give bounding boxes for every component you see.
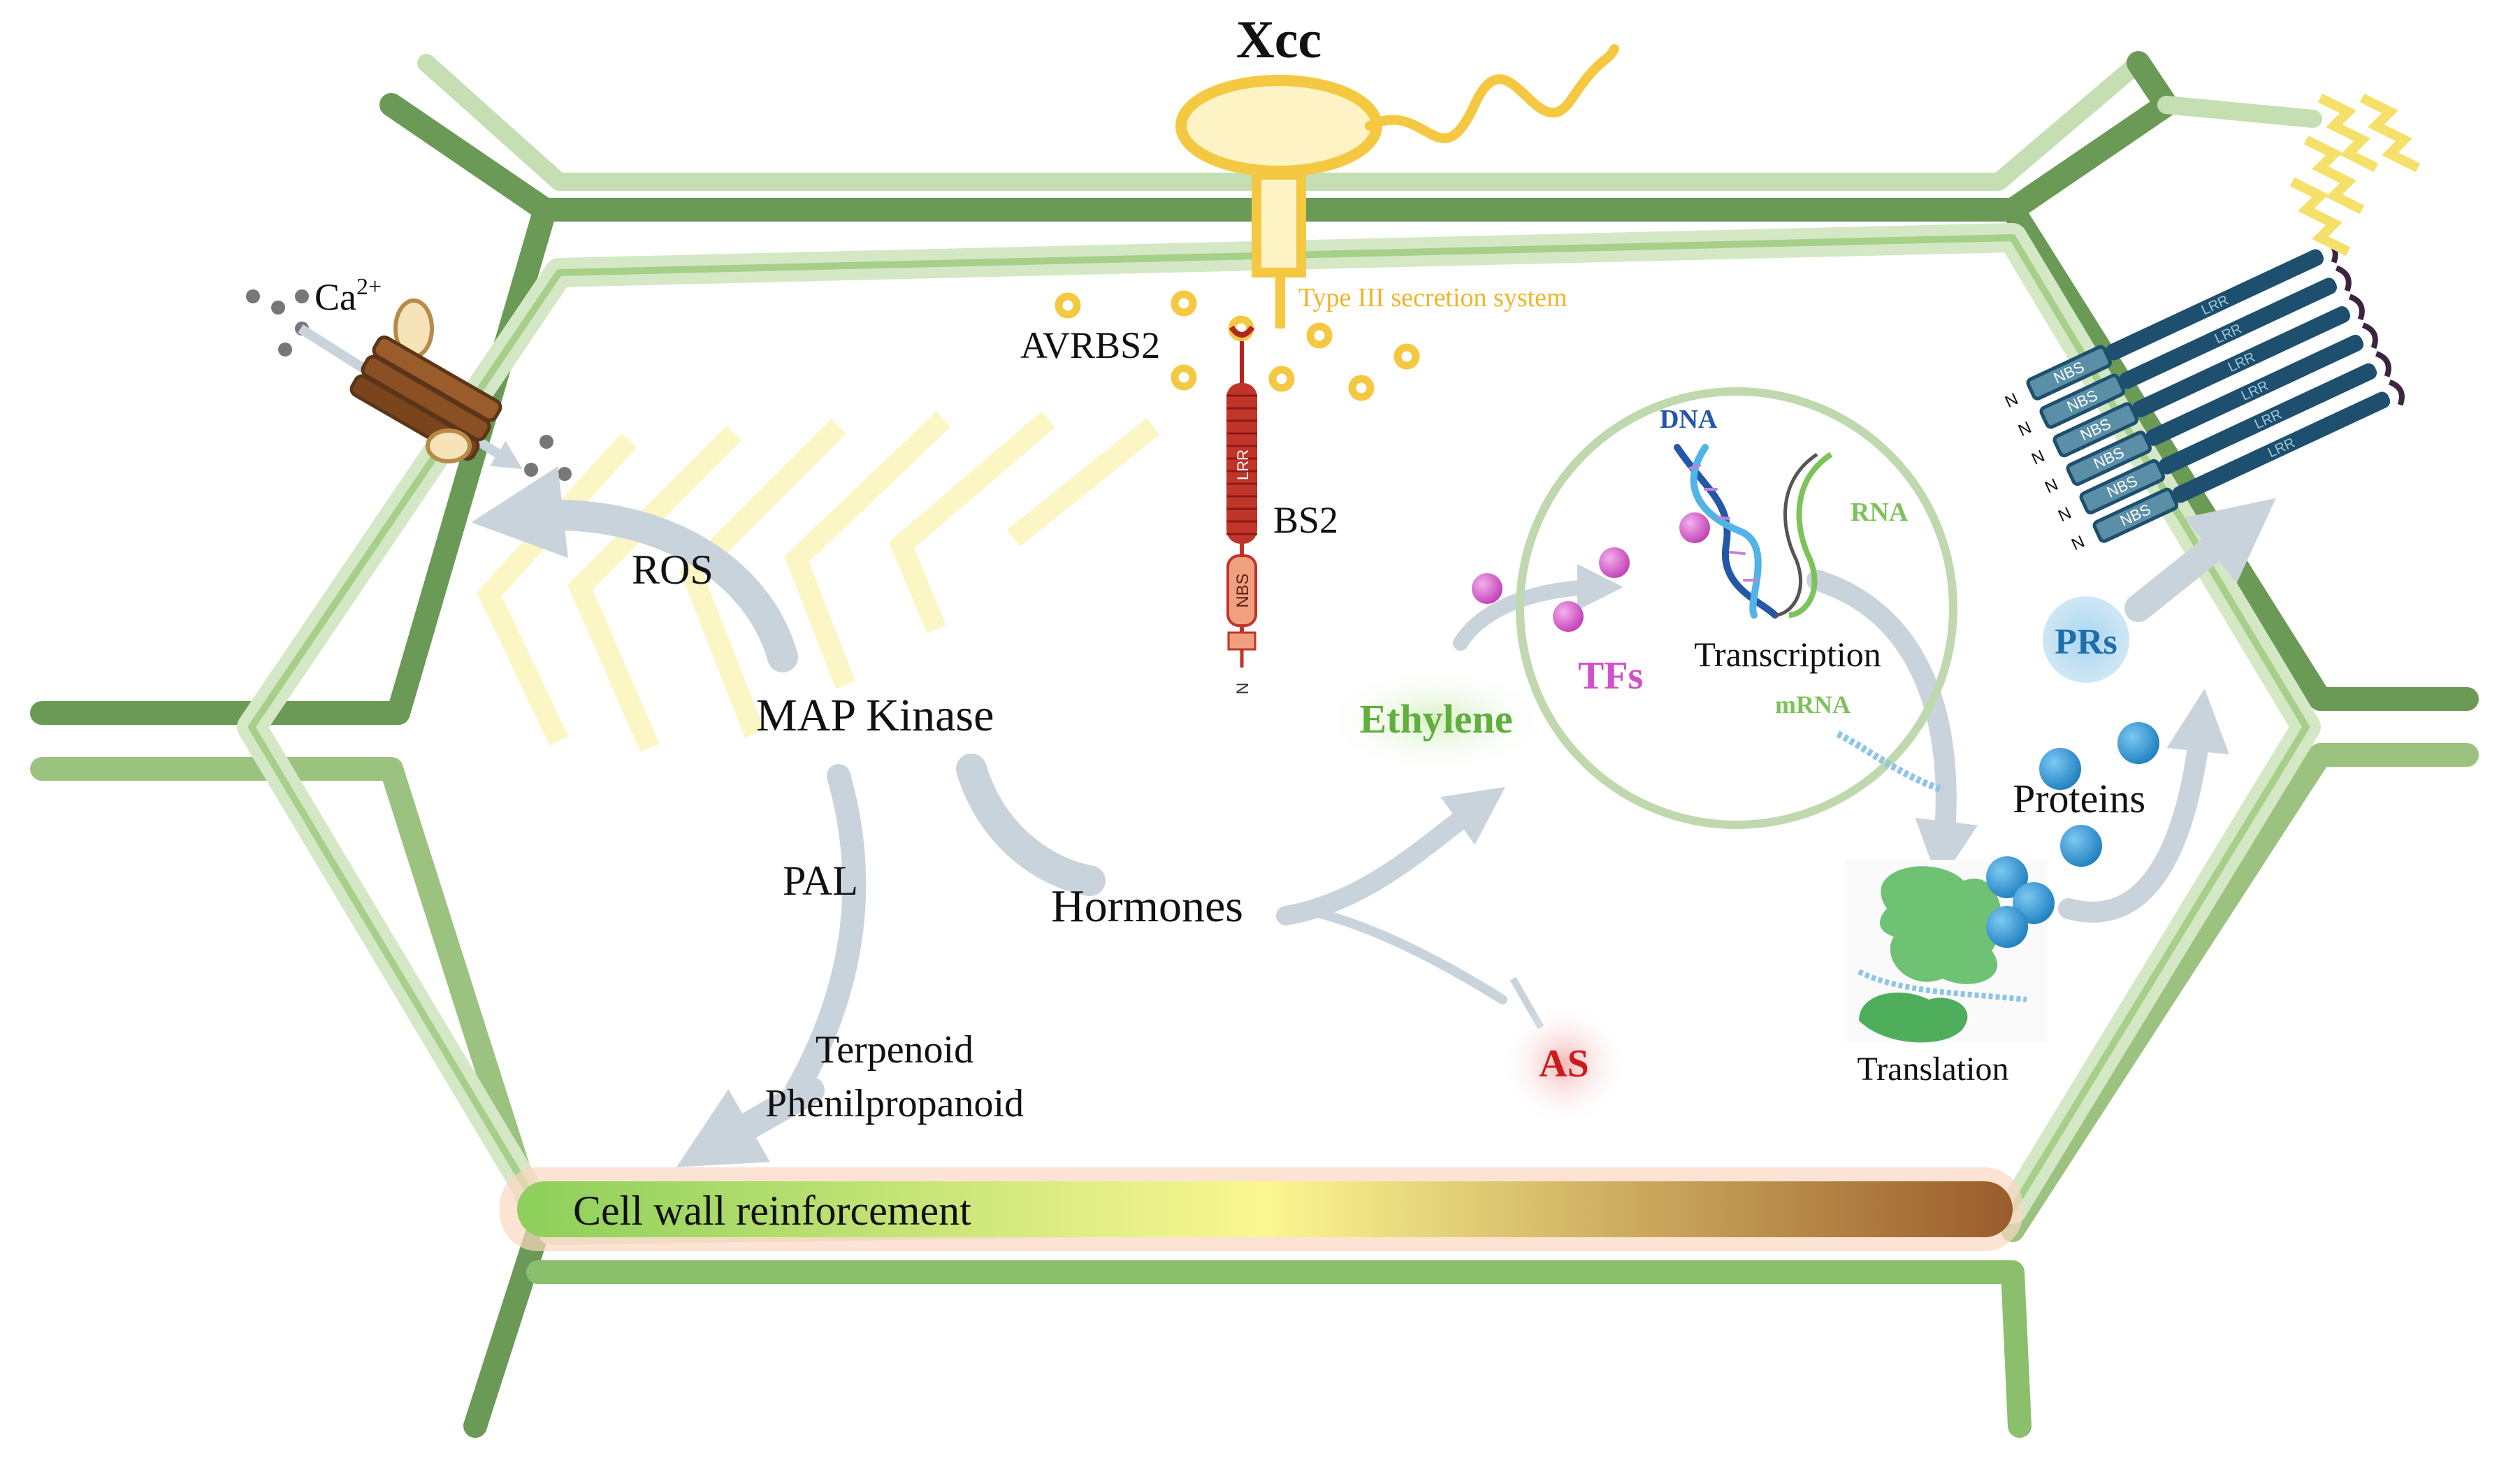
prr-lrr-label-1: LRR	[2199, 293, 2231, 319]
signal-arrows	[471, 466, 2276, 1167]
signal-wave	[477, 411, 1160, 752]
bs2-nbs-label: NBS	[1233, 573, 1252, 607]
prs-label: PRs	[2055, 622, 2117, 662]
prr-lrr-label-6: LRR	[2266, 435, 2298, 461]
prr-lrr-label-4: LRR	[2239, 378, 2271, 404]
ethylene-label: Ethylene	[1359, 696, 1512, 742]
prr-n-label-4: N	[2042, 475, 2061, 498]
calcium-ions-outside	[246, 289, 309, 356]
proteins-label: Proteins	[2013, 776, 2145, 821]
calcium-channel	[298, 298, 523, 470]
translation-label: Translation	[1858, 1051, 2009, 1088]
transcription-label: Transcription	[1694, 635, 1881, 674]
ethylene-glow	[1317, 664, 1555, 776]
as-glow	[1501, 1001, 1627, 1127]
hormones-label: Hormones	[1051, 881, 1243, 932]
tf-molecules	[1472, 512, 1710, 632]
mrna-label: mRNA	[1775, 691, 1851, 719]
prs-bubble	[2043, 596, 2129, 683]
prr-n-label-5: N	[2055, 503, 2074, 526]
prr-n-label-1: N	[2002, 389, 2021, 412]
cell-wall-label: Cell wall reinforcement	[573, 1188, 971, 1234]
bs2-lrr-label: LRR	[1234, 449, 1252, 480]
effector-label: AVRBS2	[1020, 324, 1160, 366]
tfs-label: TFs	[1578, 654, 1643, 698]
phenylpropanoid-label: Phenilpropanoid	[765, 1082, 1024, 1125]
dna-label: DNA	[1660, 405, 1718, 434]
prr-n-label-3: N	[2029, 447, 2048, 469]
bs2-receptor	[1226, 325, 1257, 668]
prr-lrr-label-3: LRR	[2226, 349, 2258, 375]
mrna-strand	[1836, 730, 1944, 793]
rna-strand	[1788, 452, 1833, 618]
map-kinase-label: MAP Kinase	[756, 690, 994, 741]
pathogen-label: Xcc	[1236, 10, 1321, 69]
calcium-label: Ca2+	[314, 274, 382, 318]
dna-helix	[1674, 444, 1779, 619]
pal-label: PAL	[783, 858, 858, 904]
rna-label: RNA	[1851, 498, 1909, 527]
ros-label: ROS	[632, 547, 714, 593]
pamp-signals	[2289, 93, 2421, 257]
nucleus	[1516, 387, 1957, 829]
prr-receptors: NBS NBS NBS NBS NBS NBS LRR LRR LRR LRR …	[2002, 236, 2405, 554]
as-label: AS	[1539, 1042, 1589, 1086]
prr-lrr-label-5: LRR	[2252, 407, 2284, 433]
protein-molecules	[1986, 722, 2159, 948]
receptor-label: BS2	[1273, 499, 1338, 541]
prr-lrr-label-2: LRR	[2213, 321, 2245, 347]
xcc-pathogen	[1175, 44, 1619, 329]
rna-backbone	[1774, 452, 1818, 617]
cell-wall-bar	[517, 1181, 2013, 1237]
prr-n-label-2: N	[2015, 418, 2034, 440]
bs2-n-terminus: N	[1233, 682, 1252, 694]
terpenoid-label: Terpenoid	[816, 1028, 973, 1072]
prr-n-label-6: N	[2069, 532, 2087, 554]
secretion-system-label: Type III secretion system	[1298, 283, 1567, 312]
